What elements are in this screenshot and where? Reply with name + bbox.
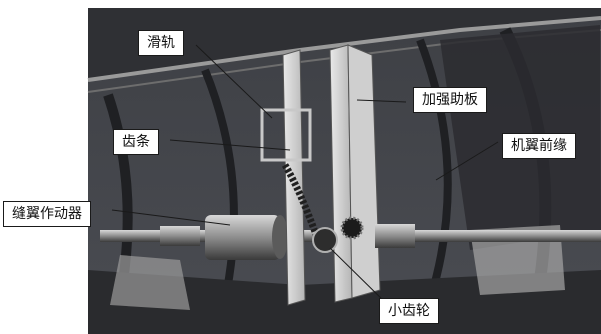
leader-pinion xyxy=(329,247,391,308)
label-slide-rail: 滑轨 xyxy=(138,30,184,56)
leader-rack xyxy=(169,139,291,151)
pinion-gear xyxy=(312,227,338,253)
rack-frame xyxy=(260,108,312,162)
label-wing-leading-edge: 机翼前缘 xyxy=(502,133,576,159)
lower-structure xyxy=(88,270,601,334)
left-coupling xyxy=(160,226,200,246)
leader-stiffener xyxy=(356,99,407,103)
lower-support-right xyxy=(470,225,565,295)
lower-support-left xyxy=(110,255,190,310)
label-stiffener: 加强助板 xyxy=(413,87,487,113)
rack-arc xyxy=(281,163,322,242)
leader-slide-rail xyxy=(195,44,273,119)
leader-wing-leading-edge xyxy=(435,141,499,181)
rib-left-2 xyxy=(201,68,238,301)
actuator-body xyxy=(205,215,280,260)
label-rack: 齿条 xyxy=(113,129,159,155)
label-pinion: 小齿轮 xyxy=(379,298,439,324)
leader-slat-actuator xyxy=(111,209,231,226)
right-gear xyxy=(340,216,364,240)
label-slat-actuator: 缝翼作动器 xyxy=(3,201,91,227)
actuator-cap xyxy=(272,215,288,259)
right-coupling xyxy=(375,224,415,248)
upper-skin-edge xyxy=(87,16,601,82)
rib-right-1 xyxy=(416,38,452,302)
